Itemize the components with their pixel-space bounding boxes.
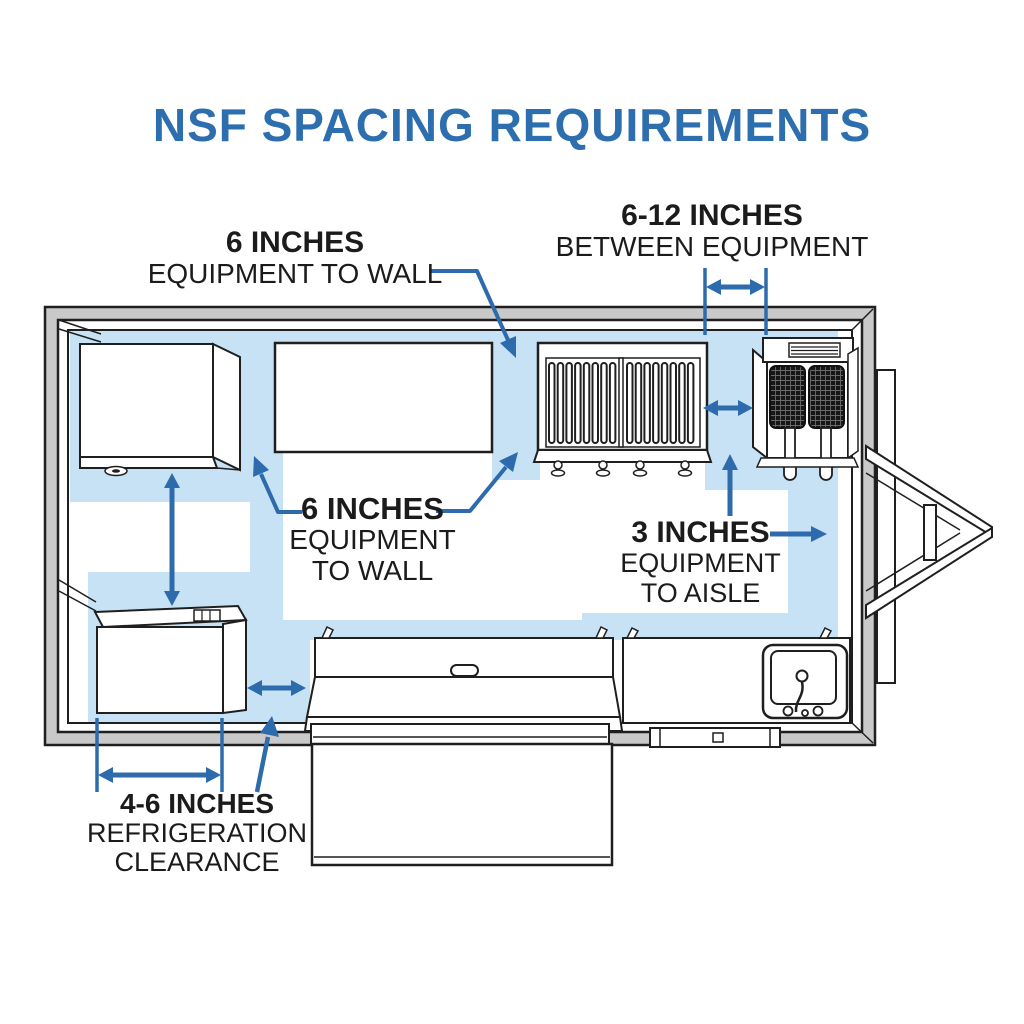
leader-center-right <box>436 452 518 513</box>
annotation-value: 3 INCHES <box>631 516 770 549</box>
dim-between-equipment <box>703 268 768 335</box>
annotation-value: 6 INCHES <box>225 226 365 259</box>
annotation-label: TO AISLE <box>640 577 761 608</box>
annotation-label: EQUIPMENT <box>620 548 781 579</box>
left-wall-panels <box>58 319 102 612</box>
annotation-value: 6 INCHES <box>301 491 444 526</box>
sink-counter <box>622 626 851 724</box>
entry-step <box>649 727 781 748</box>
annotation-value: 6-12 INCHES <box>621 199 803 232</box>
leader-center-left <box>253 456 302 514</box>
annotation-label: EQUIPMENT <box>289 524 456 556</box>
annotation-equipment-to-aisle: 3 INCHES EQUIPMENT TO AISLE <box>578 516 823 608</box>
double-fryer <box>752 337 860 481</box>
annotation-label: EQUIPMENT TO WALL <box>147 258 443 290</box>
dim-grill-to-fryer <box>703 400 753 416</box>
sink <box>761 643 849 720</box>
annotation-equipment-to-wall-center: 6 INCHES EQUIPMENT TO WALL <box>250 492 495 586</box>
annotation-label: REFRIGERATION <box>86 818 307 849</box>
page-title: NSF SPACING REQUIREMENTS <box>152 99 872 151</box>
leader-equipment-to-wall-top <box>430 269 516 358</box>
fryer-basket-left <box>769 365 806 429</box>
grill-knobs <box>550 460 693 477</box>
trailer-hitch <box>865 369 993 684</box>
faucet <box>795 669 809 683</box>
dim-fridge-to-cooler <box>247 680 306 696</box>
annotation-refrigeration-clearance: 4-6 INCHES REFRIGERATION CLEARANCE <box>72 788 322 878</box>
annotation-label: TO WALL <box>311 554 434 586</box>
arrow-aisle-up <box>722 454 738 516</box>
dim-refrigeration-clearance <box>95 718 224 792</box>
fryer-basket-right <box>808 365 845 429</box>
prep-counter <box>273 341 494 454</box>
arrow-refrigeration-diagonal <box>254 716 279 793</box>
serving-shelf <box>310 723 614 867</box>
arrow-aisle-right <box>770 526 827 542</box>
annotation-equipment-to-wall-top: 6 INCHES EQUIPMENT TO WALL <box>130 226 460 290</box>
annotation-value: 4-6 INCHES <box>119 788 275 819</box>
grill <box>532 341 713 477</box>
grill-grates <box>548 362 695 444</box>
annotation-between-equipment: 6-12 INCHES BETWEEN EQUIPMENT <box>552 199 872 263</box>
storage-unit <box>79 342 241 477</box>
dim-vertical-left <box>164 473 180 606</box>
refrigerator <box>93 604 248 715</box>
annotation-label: CLEARANCE <box>114 847 280 878</box>
annotation-label: BETWEEN EQUIPMENT <box>555 231 869 263</box>
clearance-zones <box>70 331 838 723</box>
cooler-handle <box>450 664 479 677</box>
prep-cooler <box>303 625 624 732</box>
